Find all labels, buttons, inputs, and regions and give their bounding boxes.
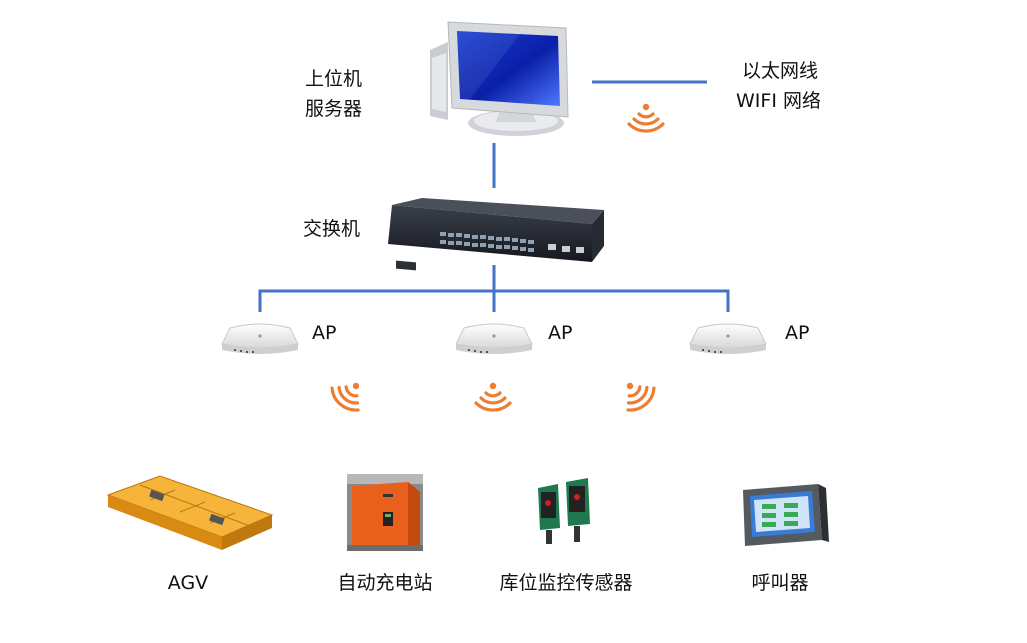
charging-station-icon <box>347 474 423 551</box>
ap-label-3: AP <box>785 322 810 344</box>
ap-label-1: AP <box>312 322 337 344</box>
server-label-line1: 上位机 <box>305 68 363 90</box>
switch-label: 交换机 <box>303 218 361 240</box>
hmi-caller-icon <box>743 484 829 546</box>
legend-wifi-label: WIFI 网络 <box>736 90 821 112</box>
agv-icon <box>106 475 274 550</box>
access-point-icon-2 <box>455 323 533 355</box>
access-point-icon-1 <box>221 323 299 355</box>
wifi-signal-icon-2 <box>474 381 512 412</box>
caller-label: 呼叫器 <box>751 572 809 594</box>
agv-label: AGV <box>167 572 209 594</box>
ap-bus-line <box>258 289 730 312</box>
access-point-icon-3 <box>689 323 767 355</box>
wifi-signal-icon-1 <box>325 371 373 417</box>
sensor-label: 库位监控传感器 <box>499 572 633 594</box>
ap-label-2: AP <box>548 322 573 344</box>
photoelectric-sensor-icon <box>538 478 590 544</box>
wifi-signal-icon-3 <box>613 371 661 417</box>
switch-icon <box>388 198 604 271</box>
legend-ethernet-label: 以太网线 <box>742 60 819 82</box>
wifi-signal-icon-legend <box>627 102 665 133</box>
charger-label: 自动充电站 <box>337 572 433 594</box>
server-label-line2: 服务器 <box>305 98 363 120</box>
computer-icon <box>430 21 569 136</box>
